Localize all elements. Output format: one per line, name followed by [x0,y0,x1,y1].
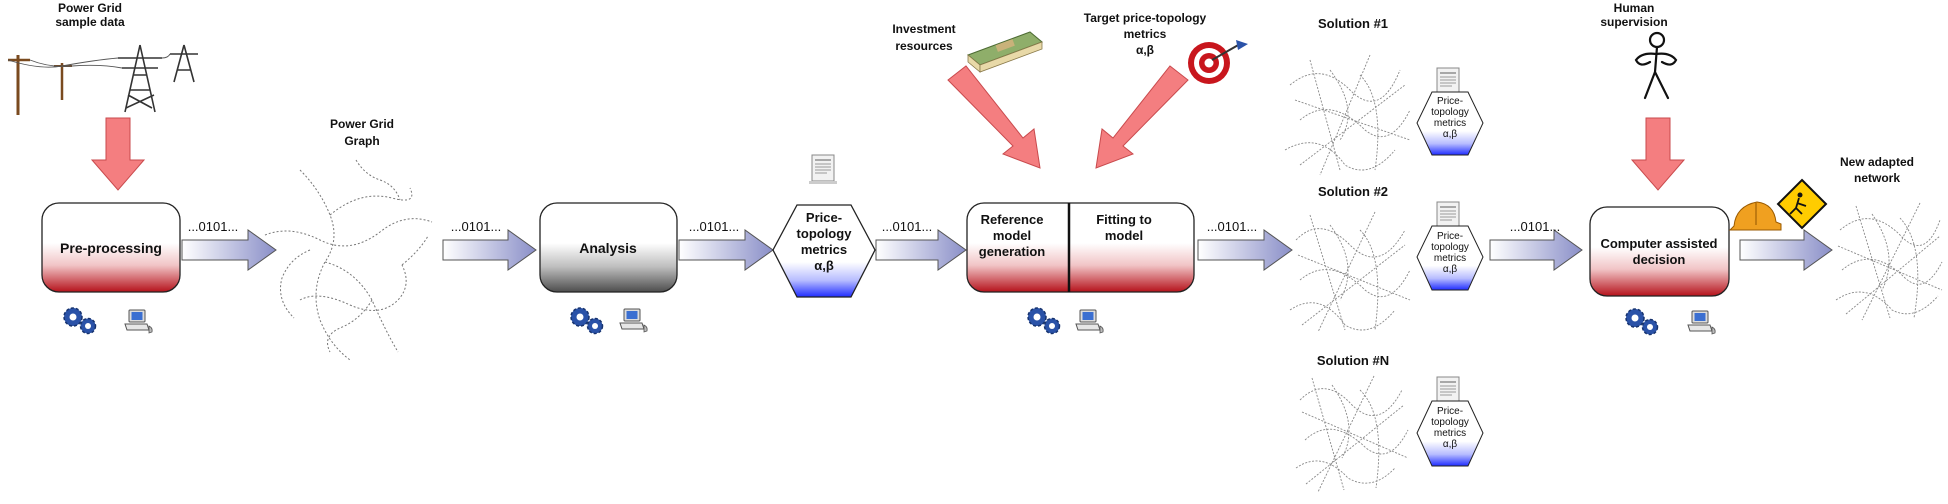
hexagon-line1: Price- [1437,406,1463,417]
decision-line1: Computer assisted [1600,236,1717,251]
analysis-box: Analysis [539,202,678,293]
hexagon-line2: topology [1431,242,1469,253]
computer-icon [619,308,648,333]
gears-icon [570,307,604,335]
computer-icon [124,309,153,334]
solution-2-graph [1289,211,1411,333]
flow-arrow-6 [1489,229,1583,271]
human-label-line1: Human [1614,1,1655,15]
flow-arrow-5 [1197,229,1293,271]
new-network-label-line1: New adapted [1840,155,1914,169]
bits-label-1: ...0101... [188,219,239,234]
hexagon-line2: topology [1431,417,1469,428]
hexagon-line4: α,β [1443,129,1458,140]
new-network-graph [1835,202,1943,321]
reference-line2: model [993,228,1031,243]
gears-icon [1027,307,1061,335]
flow-arrow-7 [1739,229,1833,271]
solution-n-graph [1295,375,1409,493]
hexagon-line3: metrics [1434,118,1466,129]
computer-icon [1075,309,1104,334]
flow-arrow-4 [875,229,967,271]
power-grid-graph [264,159,433,361]
document-icon [808,154,838,185]
investment-arrow [947,65,1041,169]
power-pylons-icon [7,44,198,115]
solution-2-label: Solution #2 [1318,184,1388,199]
flow-arrow-1 [181,229,277,271]
supervision-arrow-down [1630,117,1686,191]
hexagon-line1: Price- [1437,96,1463,107]
decision-line2: decision [1633,252,1686,267]
hexagon-line2: topology [1431,107,1469,118]
roadwork-sign-icon [1776,178,1828,230]
money-stack-icon [967,31,1043,73]
sample-data-label-line1: Power Grid [58,1,122,15]
fitting-line2: model [1105,228,1143,243]
hexagon-line1: Price- [806,210,842,225]
bits-label-5: ...0101... [1207,219,1258,234]
bits-label-3: ...0101... [689,219,740,234]
model-box: Reference model generation Fitting to mo… [966,202,1195,293]
reference-line1: Reference [981,212,1044,227]
fitting-line1: Fitting to [1096,212,1152,227]
flow-arrow-2 [442,229,537,271]
target-label-line1: Target price-topology [1084,11,1207,25]
gears-icon [63,307,97,335]
hard-hat-icon [1728,201,1782,231]
sample-data-label-line2: sample data [55,15,125,29]
solution-1-graph [1284,54,1411,176]
solution-n-label: Solution #N [1317,353,1389,368]
solution-2-hexagon: Price- topology metrics α,β [1416,225,1484,291]
reference-line3: generation [979,244,1046,259]
decision-box: Computer assisted decision [1589,206,1730,297]
input-arrow-down [90,117,146,191]
solution-1-hexagon: Price- topology metrics α,β [1416,91,1484,156]
investment-label-line2: resources [895,39,953,53]
investment-label-line1: Investment [892,22,955,36]
hexagon-line4: α,β [1443,264,1458,275]
solution-n-hexagon: Price- topology metrics α,β [1416,400,1484,467]
target-label-line3: α,β [1136,43,1154,57]
hexagon-line4: α,β [814,258,834,273]
human-label-line2: supervision [1600,15,1667,29]
bits-label-4: ...0101... [882,219,933,234]
hexagon-line4: α,β [1443,439,1458,450]
solution-1-label: Solution #1 [1318,16,1388,31]
preprocessing-label: Pre-processing [60,240,162,256]
preprocessing-box: Pre-processing [41,202,181,293]
computer-icon [1687,310,1716,335]
bits-label-2: ...0101... [451,219,502,234]
target-arrow [1095,65,1189,169]
hexagon-line2: topology [797,226,853,241]
bits-label-6: ...0101... [1510,219,1561,234]
analysis-label: Analysis [579,240,637,256]
hexagon-line3: metrics [1434,253,1466,264]
new-network-label-line2: network [1854,171,1900,185]
target-label-line2: metrics [1124,27,1167,41]
graph-label-line1: Power Grid [330,117,394,131]
hexagon-line3: metrics [801,242,847,257]
human-figure-icon [1634,31,1678,100]
hexagon-line3: metrics [1434,428,1466,439]
hexagon-line1: Price- [1437,231,1463,242]
flow-arrow-3 [678,229,774,271]
gears-icon [1625,308,1659,336]
target-icon [1188,40,1248,84]
graph-label-line2: Graph [344,134,379,148]
metrics-hexagon: Price- topology metrics α,β [772,204,876,298]
